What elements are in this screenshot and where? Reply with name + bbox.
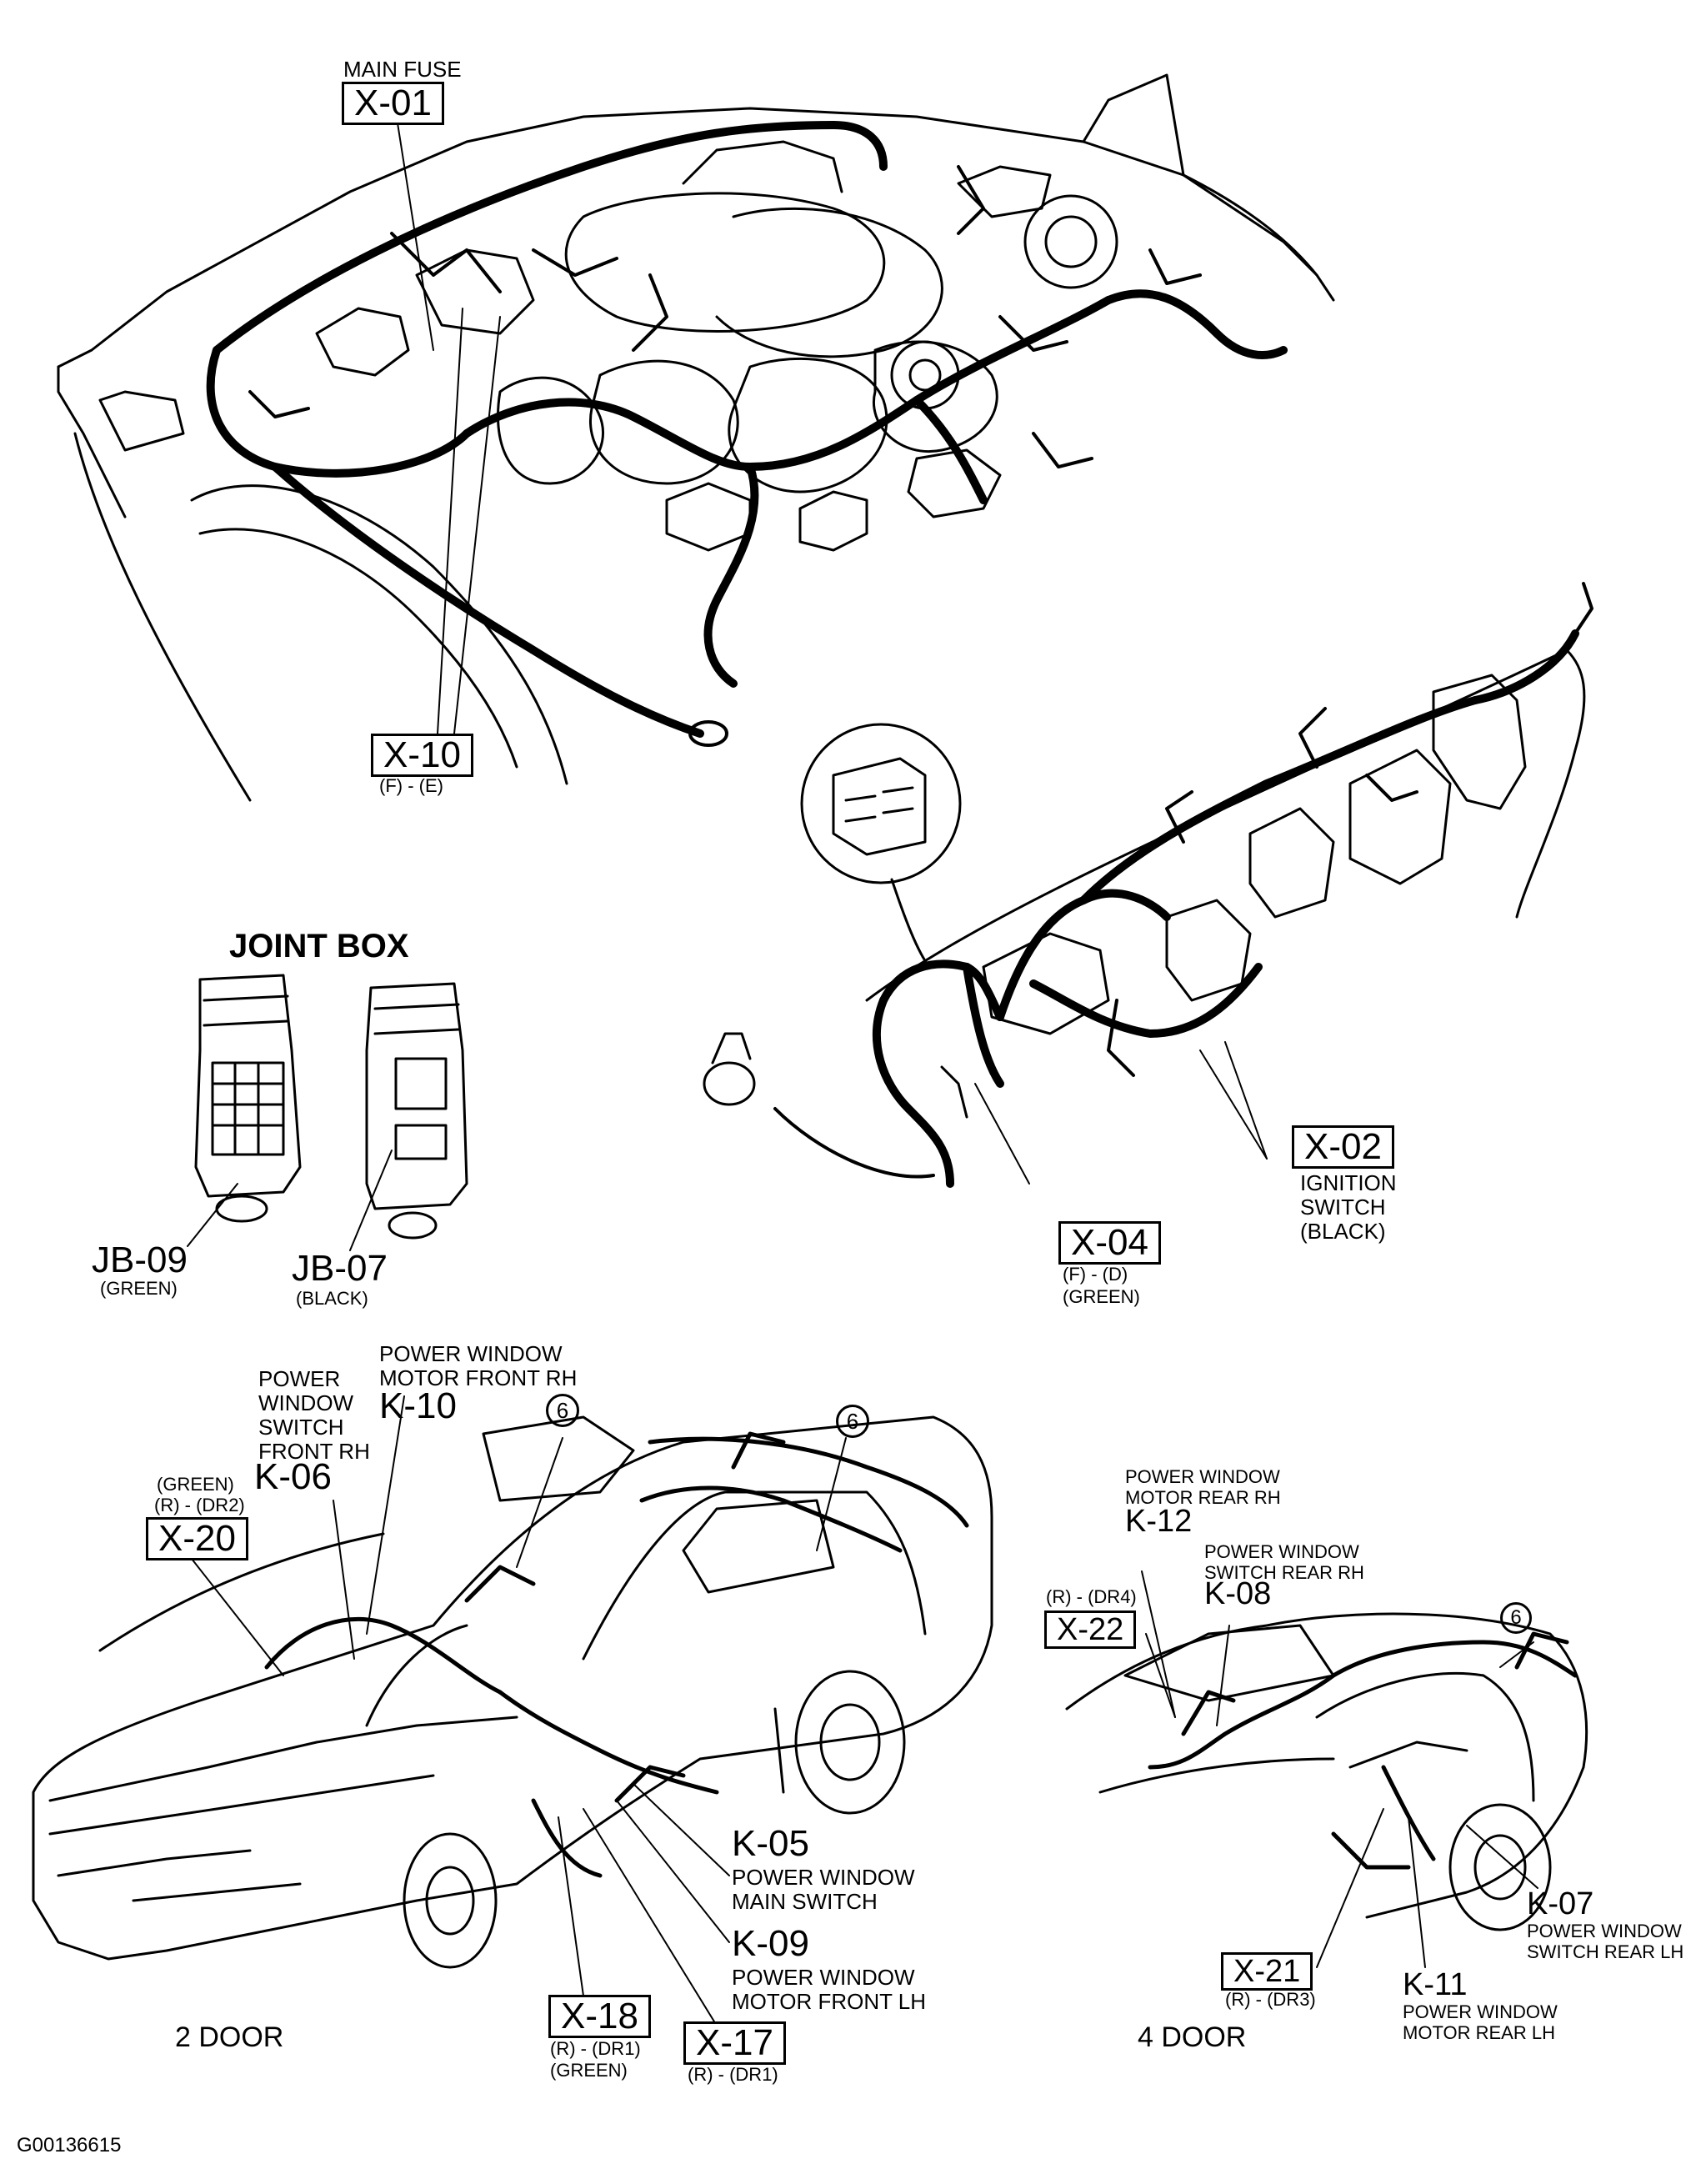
k10-desc-line: MOTOR FRONT RH [379, 1365, 578, 1391]
engine-harness-branches [248, 165, 1202, 468]
k12-description: POWER WINDOW MOTOR REAR RH [1125, 1466, 1281, 1508]
harness-grommet [688, 720, 728, 747]
jb07-color: (BLACK) [296, 1288, 368, 1309]
x10-connector-code: X-10 [371, 734, 473, 777]
k08-description: POWER WINDOW SWITCH REAR RH [1204, 1541, 1364, 1583]
k12-desc-line: POWER WINDOW [1125, 1466, 1280, 1487]
engine-leader-lines [395, 112, 501, 734]
x18-connector-code: X-18 [548, 1995, 651, 2038]
joint-box-jb09-illustration [194, 974, 302, 1223]
engine-compartment-illustration [57, 73, 1335, 802]
x10-pin-range: (F) - (E) [379, 775, 443, 796]
k06-description: POWER WINDOW SWITCH FRONT RH [258, 1366, 370, 1465]
k08-desc-line: SWITCH REAR RH [1204, 1561, 1364, 1583]
two-door-caption: 2 DOOR [175, 2021, 284, 2053]
k08-code: K-08 [1204, 1576, 1272, 1611]
main-fuse-label: MAIN FUSE [343, 57, 462, 82]
four-door-caption: 4 DOOR [1138, 2021, 1247, 2053]
dashboard-illustration [703, 649, 1586, 1119]
dashboard-harness-branches [773, 582, 1593, 1179]
k11-desc-line: POWER WINDOW [1403, 2001, 1558, 2022]
jb09-color: (GREEN) [100, 1278, 178, 1299]
x17-connector-code: X-17 [683, 2021, 786, 2065]
k05-code: K-05 [732, 1823, 809, 1864]
k12-code: K-12 [1125, 1504, 1193, 1539]
k05-desc-line: MAIN SWITCH [732, 1889, 878, 1915]
joint-box-leader-lines [187, 1150, 393, 1251]
x17-pin-range: (R) - (DR1) [688, 2064, 778, 2085]
x04-connector-code: X-04 [1058, 1221, 1161, 1265]
x22-connector-code: X-22 [1044, 1610, 1137, 1649]
engine-wiring-harness [206, 121, 1288, 738]
k09-code: K-09 [732, 1923, 809, 1964]
figure-id: G00136615 [17, 2134, 122, 2156]
x04-color: (GREEN) [1063, 1286, 1140, 1307]
k06-code: K-06 [254, 1456, 332, 1497]
relay-block-inset [800, 723, 962, 969]
k09-description: POWER WINDOW MOTOR FRONT LH [732, 1965, 927, 2015]
ground-point-symbol: 6 [546, 1394, 579, 1427]
k07-desc-line: POWER WINDOW [1527, 1921, 1682, 1941]
x04-pin-range: (F) - (D) [1063, 1264, 1128, 1285]
k06-desc-line: POWER [258, 1366, 341, 1391]
k11-desc-line: MOTOR REAR LH [1403, 2021, 1555, 2043]
x01-connector-code: X-01 [342, 82, 444, 125]
k06-desc-line: WINDOW [258, 1390, 354, 1416]
two-door-car-illustration [32, 1415, 993, 1969]
k10-desc-line: POWER WINDOW [379, 1341, 563, 1366]
jb07-code: JB-07 [292, 1248, 388, 1289]
k07-desc-line: SWITCH REAR LH [1527, 1941, 1684, 1962]
two-door-leader-lines [191, 1395, 847, 2026]
x02-desc-line: IGNITION [1300, 1170, 1397, 1195]
k06-desc-line: SWITCH [258, 1415, 344, 1440]
k05-desc-line: POWER WINDOW [732, 1865, 915, 1890]
k06-desc-line: FRONT RH [258, 1439, 370, 1465]
ground-point-symbol: 6 [836, 1405, 869, 1438]
four-door-wiring-harness [1148, 1631, 1578, 1870]
x18-color: (GREEN) [550, 2060, 628, 2081]
two-door-wiring-harness [264, 1431, 969, 1878]
x22-pin-range: (R) - (DR4) [1046, 1586, 1137, 1607]
k10-description: POWER WINDOW MOTOR FRONT RH [379, 1341, 578, 1391]
k10-code: K-10 [379, 1385, 457, 1426]
x21-pin-range: (R) - (DR3) [1225, 1989, 1316, 2010]
k12-desc-line: MOTOR REAR RH [1125, 1486, 1281, 1508]
x20-pin-range: (R) - (DR2) [154, 1495, 245, 1515]
k09-desc-line: MOTOR FRONT LH [732, 1989, 927, 2015]
k05-description: POWER WINDOW MAIN SWITCH [732, 1865, 915, 1915]
k08-desc-line: POWER WINDOW [1204, 1541, 1359, 1562]
k07-description: POWER WINDOW SWITCH REAR LH [1527, 1921, 1683, 1962]
k07-code: K-07 [1527, 1886, 1594, 1921]
joint-box-jb07-illustration [365, 982, 468, 1240]
x20-connector-code: X-20 [146, 1517, 248, 1560]
x02-description: IGNITION SWITCH (BLACK) [1300, 1170, 1397, 1245]
k11-description: POWER WINDOW MOTOR REAR LH [1403, 2001, 1558, 2043]
x02-desc-line: SWITCH [1300, 1195, 1386, 1220]
jb09-code: JB-09 [92, 1240, 188, 1280]
k11-code: K-11 [1403, 1967, 1468, 2002]
k09-desc-line: POWER WINDOW [732, 1965, 915, 1990]
x18-pin-range: (R) - (DR1) [550, 2038, 641, 2059]
four-door-leader-lines [1141, 1570, 1538, 1968]
dashboard-wiring-harness [873, 629, 1579, 1188]
joint-box-heading: JOINT BOX [229, 928, 409, 964]
x21-connector-code: X-21 [1221, 1952, 1313, 1991]
dashboard-leader-lines [974, 1041, 1268, 1185]
ground-point-symbol: 6 [1500, 1602, 1532, 1634]
x20-color: (GREEN) [157, 1474, 234, 1495]
x02-desc-line: (BLACK) [1300, 1219, 1386, 1245]
x02-connector-code: X-02 [1292, 1125, 1394, 1169]
